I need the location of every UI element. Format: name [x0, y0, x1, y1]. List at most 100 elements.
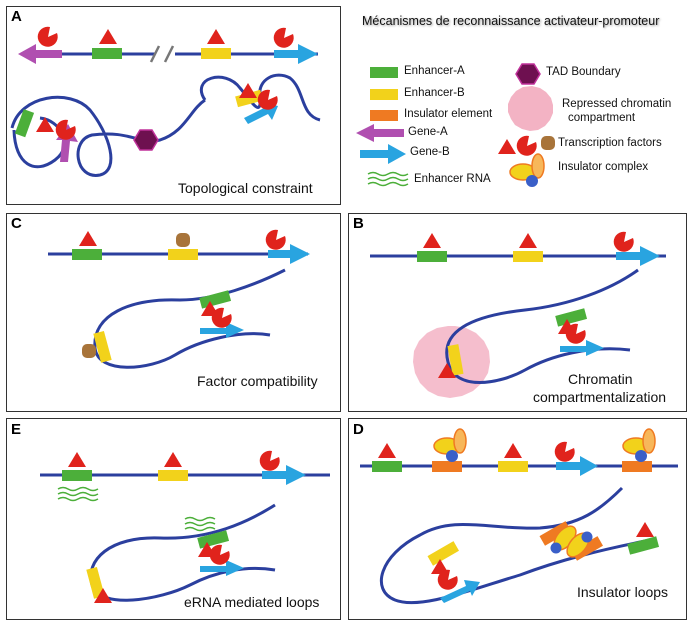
transcription-factor-triangle — [636, 522, 654, 537]
transcription-factor-triangle — [68, 452, 86, 467]
panel-d-looped-dna — [379, 486, 651, 605]
tad-boundary-icon — [133, 129, 159, 151]
enhancer-a — [555, 308, 588, 327]
insulator-element — [622, 461, 652, 472]
enhancer-a — [62, 470, 92, 481]
gene-b-arrow — [268, 244, 310, 264]
gene-b-arrow — [274, 44, 318, 64]
transcription-factor-triangle — [79, 231, 97, 246]
enhancer-b — [498, 461, 528, 472]
transcription-factor-red — [259, 450, 280, 471]
enhancer-b — [513, 251, 543, 262]
transcription-factor-red — [437, 569, 458, 590]
transcription-factor-red — [257, 89, 278, 110]
legend-repressed-compartment-icon — [508, 86, 553, 131]
legend-repressed-label-line2: compartment — [568, 112, 636, 124]
legend-insulator-complex-icon — [509, 153, 545, 187]
legend-tf-brown — [541, 136, 555, 150]
panel-c-letter: C — [11, 215, 22, 232]
transcription-factor-red — [37, 26, 58, 47]
legend-enhancer-b-label: Enhancer-B — [404, 87, 465, 99]
insulator-complex — [622, 428, 656, 462]
transcription-factor-triangle — [36, 117, 54, 132]
gene-b-arrow — [556, 456, 598, 476]
panel-b-caption-line1: Chromatin — [568, 371, 633, 387]
transcription-factor-red — [613, 231, 634, 252]
gene-b-arrow — [262, 465, 306, 485]
panel-a-letter: A — [11, 8, 22, 25]
panel-e-letter: E — [11, 421, 22, 438]
gene-b-arrow — [616, 246, 660, 266]
enhancer-rna — [57, 486, 99, 502]
legend-tad-icon — [515, 63, 541, 85]
legend-tf-red — [516, 135, 537, 156]
transcription-factor-red — [265, 229, 286, 250]
transcription-factor-red — [565, 323, 586, 344]
transcription-factor-red — [554, 441, 575, 462]
legend-insulator-complex-label: Insulator complex — [558, 161, 649, 173]
enhancer-b — [447, 344, 464, 376]
gene-b-arrow — [440, 580, 480, 603]
panel-c-looped-dna — [93, 268, 286, 369]
enhancer-b — [93, 330, 112, 363]
enhancer-b — [427, 541, 459, 566]
legend-tfs-label: Transcription factors — [558, 137, 662, 149]
panel-e — [6, 418, 341, 620]
legend-repressed-label-line1: Repressed chromatin — [562, 98, 672, 110]
panel-d-caption: Insulator loops — [577, 584, 669, 600]
enhancer-a — [372, 461, 402, 472]
transcription-factor-triangle — [164, 452, 182, 467]
gene-b-arrow — [200, 560, 244, 576]
transcription-factor-brown — [176, 233, 190, 247]
panel-e-caption: eRNA mediated loops — [184, 594, 320, 610]
enhancer-b — [158, 470, 188, 481]
gene-b-arrow — [560, 340, 604, 356]
legend-gene-a-arrow — [356, 124, 404, 142]
legend-tf-triangle — [498, 139, 516, 154]
panel-b-looped-dna — [445, 268, 639, 384]
gene-a-arrow — [18, 44, 62, 64]
legend-enhancer-a-label: Enhancer-A — [404, 65, 465, 77]
enhancer-a — [72, 249, 102, 260]
transcription-factor-triangle — [99, 29, 117, 44]
legend-enhancer-a-swatch — [370, 67, 398, 78]
transcription-factor-red — [273, 27, 294, 48]
panel-b-letter: B — [353, 215, 364, 232]
insulator-element — [432, 461, 462, 472]
enhancer-b — [168, 249, 198, 260]
transcription-factor-red — [209, 544, 230, 565]
enhancer-a — [92, 48, 122, 59]
panel-c — [6, 213, 341, 412]
legend-insulator-label: Insulator element — [404, 108, 493, 120]
enhancer-a — [14, 109, 35, 138]
legend-tad-label: TAD Boundary — [546, 66, 621, 78]
transcription-factor-triangle — [519, 233, 537, 248]
enhancer-a — [197, 530, 230, 549]
enhancer-a — [199, 290, 232, 309]
transcription-factor-triangle — [423, 233, 441, 248]
legend-enhancer-rna-label: Enhancer RNA — [414, 173, 491, 185]
legend-insulator-swatch — [370, 110, 398, 121]
gene-b-arrow — [200, 322, 244, 338]
transcription-factor-brown — [82, 344, 96, 358]
panel-e-looped-dna — [89, 503, 276, 602]
legend-gene-a-label: Gene-A — [408, 126, 448, 138]
insulator-loop-complex — [539, 521, 603, 561]
insulator-complex — [433, 428, 467, 462]
enhancer-a — [417, 251, 447, 262]
legend-enhancer-b-swatch — [370, 89, 398, 100]
enhancer-b — [86, 566, 105, 599]
enhancer-rna — [184, 516, 216, 532]
legend-gene-b-label: Gene-B — [410, 146, 450, 158]
panel-d-letter: D — [353, 421, 364, 438]
panel-a-caption: Topological constraint — [178, 180, 313, 196]
figure-title: Mécanismes de reconnaissance activateur-… — [362, 14, 660, 28]
transcription-factor-triangle — [378, 443, 396, 458]
transcription-factor-triangle — [504, 443, 522, 458]
legend-enhancer-rna-icon — [367, 171, 409, 187]
transcription-factor-red — [55, 119, 76, 140]
enhancer-b — [201, 48, 231, 59]
transcription-factor-red — [211, 307, 232, 328]
